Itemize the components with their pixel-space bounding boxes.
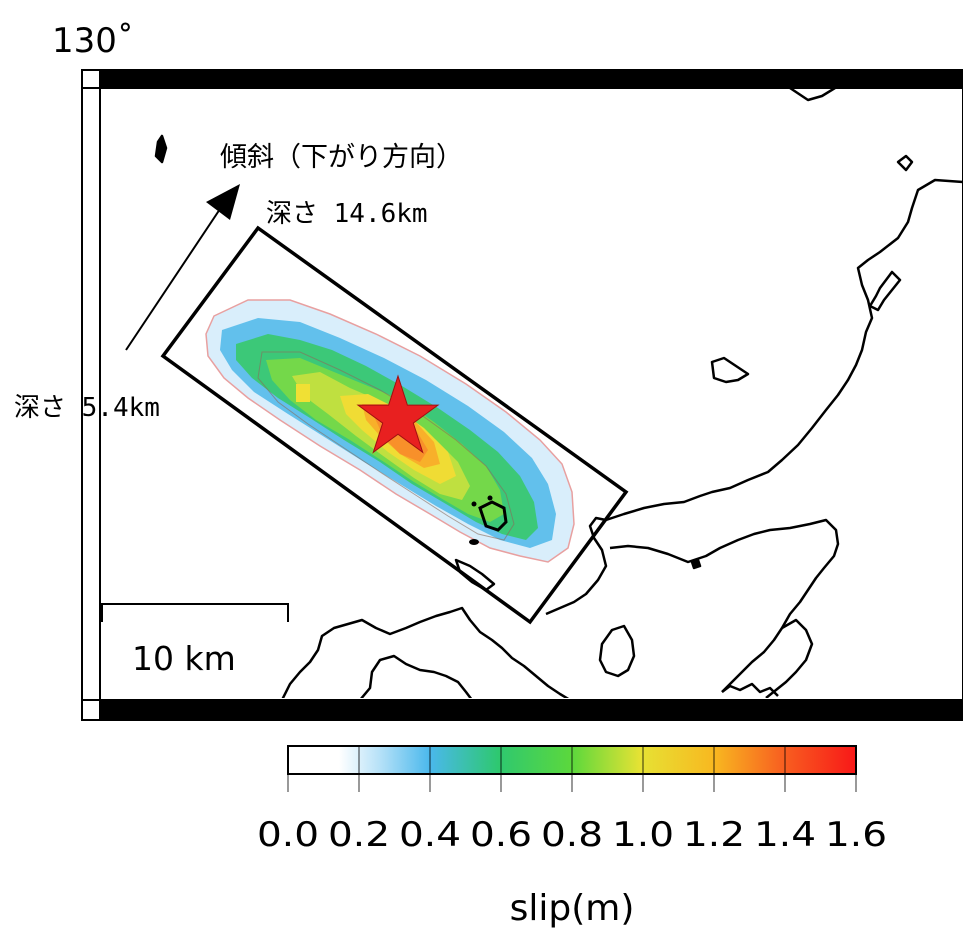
colorbar-tick-label: 0.4 <box>399 815 461 855</box>
colorbar-tick-label: 1.0 <box>612 815 674 855</box>
map-frame <box>81 69 963 721</box>
dip-direction-label: 傾斜（下がり方向） <box>220 142 463 173</box>
scale-bar: 10 km <box>101 603 289 678</box>
coastline <box>154 88 963 698</box>
epicenter-star-icon <box>356 374 440 454</box>
fault-plane-outline <box>160 225 629 625</box>
dip-direction-arrow <box>125 184 240 351</box>
colorbar-tick-label: 0.0 <box>257 815 319 855</box>
arrow-head-icon <box>206 184 240 220</box>
longitude-label: 130˚ <box>52 21 134 61</box>
colorbar-tick-label: 1.6 <box>825 815 887 855</box>
colorbar-label: slip(m) <box>510 888 635 929</box>
colorbar-tick-label: 1.4 <box>754 815 816 855</box>
colorbar-tick-label: 0.2 <box>328 815 390 855</box>
depth-top-label: 深さ 14.6km <box>266 199 428 229</box>
colorbar-tick-label: 0.6 <box>470 815 532 855</box>
colorbar-tick-label: 0.8 <box>541 815 603 855</box>
scale-bar-label: 10 km <box>132 639 236 678</box>
depth-bottom-label: 深さ 5.4km <box>14 393 160 423</box>
colorbar-tick-label: 1.2 <box>683 815 745 855</box>
